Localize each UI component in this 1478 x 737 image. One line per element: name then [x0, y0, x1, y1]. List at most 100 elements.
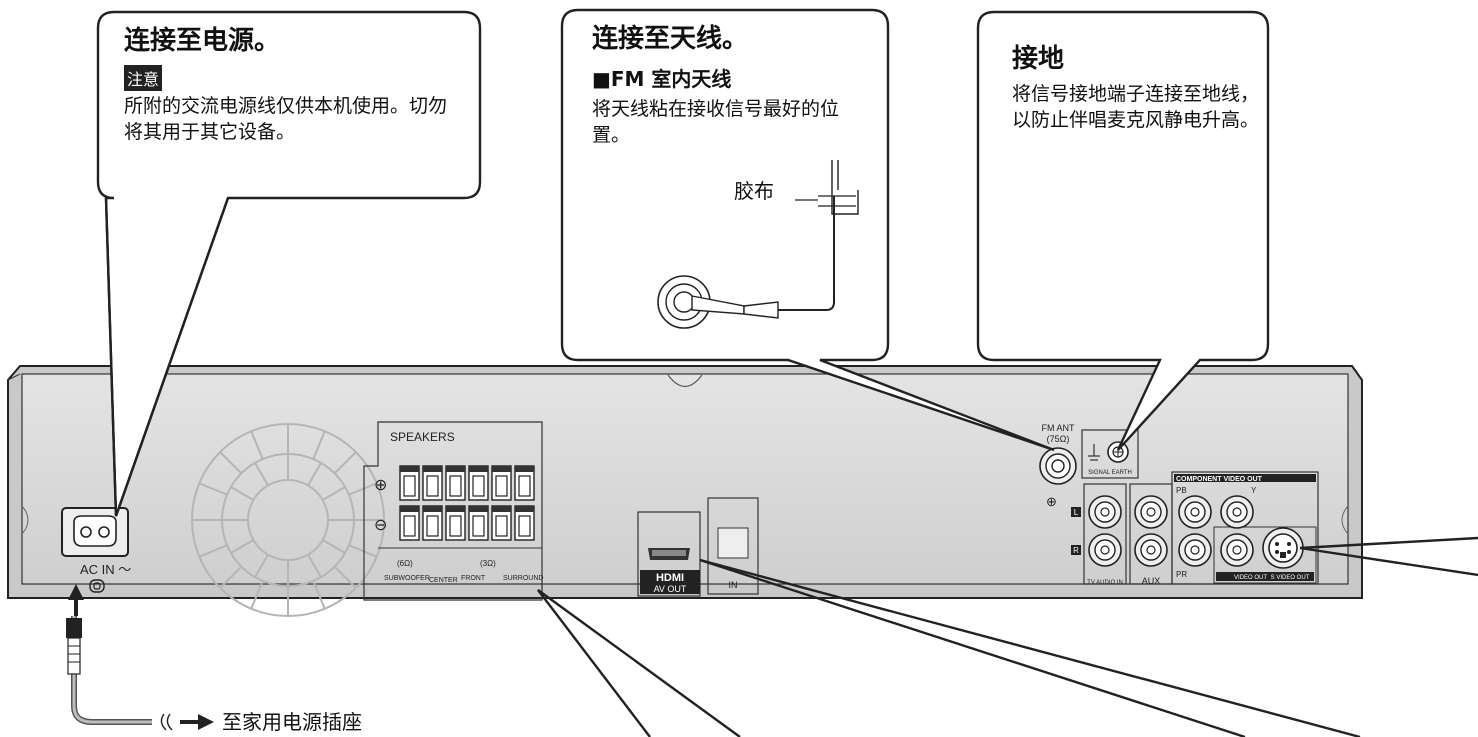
terminal-lever — [423, 466, 442, 472]
rca-jack-pin — [1100, 545, 1110, 555]
terminal-slot — [449, 475, 462, 497]
fm-antenna-illustration — [657, 160, 859, 329]
leader-lines — [537, 536, 1478, 737]
terminal-lever — [446, 506, 465, 512]
grille-rib — [254, 554, 269, 578]
power-callout: 连接至电源。 注意 所附的交流电源线仅供本机使用。切勿将其用于其它设备。 — [124, 20, 464, 145]
hdmi-port[interactable]: HDMI AV OUT — [637, 511, 701, 597]
s-video-out-label: S VIDEO OUT — [1271, 575, 1310, 581]
grille-rib — [230, 486, 254, 501]
rca-jack-pin — [1146, 507, 1156, 517]
hdmi-logo: HDMI — [656, 572, 684, 584]
terminal-lever — [515, 506, 534, 512]
fm-ground-symbol: ⊕ — [1046, 494, 1057, 509]
video-out-label: VIDEO OUT — [1234, 575, 1267, 581]
component-video-out-label: COMPONENT VIDEO OUT — [1176, 476, 1263, 483]
optical-in-port[interactable]: IN — [707, 497, 759, 595]
terminal-slot — [449, 515, 462, 537]
tv-audio-in-label: TV AUDIO IN — [1087, 580, 1123, 586]
tape-label: 胶布 — [734, 179, 774, 203]
grille-rib — [322, 539, 346, 554]
rca-jack-pin — [1146, 545, 1156, 555]
power-cord — [66, 616, 173, 731]
terminal-slot — [472, 515, 485, 537]
av-out-label: AV OUT — [654, 584, 687, 594]
ohm3-label: (3Ω) — [480, 559, 496, 568]
terminal-lever — [423, 506, 442, 512]
grille-rib — [333, 451, 357, 475]
rca-jack-pin — [1232, 545, 1242, 555]
terminal-lever — [469, 466, 488, 472]
grille-rib — [230, 539, 254, 554]
optical-in-label: IN — [729, 580, 738, 590]
grille-rib — [219, 565, 243, 589]
antenna-callout-body: 将天线粘在接收信号最好的位置。 — [592, 98, 840, 146]
antenna-callout-subheading: ■FM 室内天线 — [592, 67, 732, 91]
double-insulation-icon — [89, 579, 105, 593]
fm-antenna-terminal[interactable] — [1039, 447, 1077, 485]
grille-rib — [254, 462, 269, 486]
terminal-slot — [495, 475, 508, 497]
arrow-right-icon — [180, 714, 214, 730]
minus-label: ⊖ — [374, 517, 387, 534]
grille-rib — [198, 544, 228, 558]
ground-icon — [1088, 444, 1100, 461]
component-video-group: COMPONENT VIDEO OUT PB PR Y VIDEO OUT S … — [1171, 471, 1319, 585]
s-video-port[interactable] — [1262, 527, 1304, 569]
grille-rib — [312, 430, 326, 460]
rca-jack-pin — [1232, 507, 1242, 517]
plus-label: ⊕ — [374, 477, 387, 494]
terminal-lever — [492, 506, 511, 512]
aux-label: AUX — [1142, 576, 1161, 586]
terminal-slot — [403, 515, 416, 537]
terminal-slot — [426, 475, 439, 497]
terminal-slot — [495, 515, 508, 537]
grille-rib — [348, 482, 378, 496]
grille-rib — [198, 482, 228, 496]
outlet-label: 至家用电源插座 — [222, 710, 362, 734]
y-label: Y — [1251, 486, 1257, 495]
earth-callout-bubble — [976, 10, 1270, 451]
pr-label: PR — [1176, 570, 1187, 579]
rca-jack-pin — [1190, 545, 1200, 555]
fm-ant-label: FM ANT — [1042, 423, 1076, 433]
terminal-slot — [403, 475, 416, 497]
grille-rib — [312, 580, 326, 610]
ac-in-label: AC IN ～ — [80, 562, 131, 577]
speaker-terminal-block[interactable]: SPEAKERS ⊕ ⊖ (6Ω) (3Ω) SUBWOOFER CENTER … — [363, 421, 543, 601]
rca-jack-pin — [1100, 507, 1110, 517]
terminal-slot — [518, 515, 531, 537]
antenna-callout-heading: 连接至天线。 — [592, 24, 749, 54]
terminal-lever — [446, 466, 465, 472]
terminal-slot — [518, 475, 531, 497]
terminal-lever — [400, 466, 419, 472]
terminal-slot — [472, 475, 485, 497]
ohm6-label: (6Ω) — [397, 559, 413, 568]
earth-callout-body: 将信号接地端子连接至地线，以防止伴唱麦克风静电升高。 — [1012, 83, 1260, 131]
pb-label: PB — [1176, 486, 1187, 495]
terminal-slot — [426, 515, 439, 537]
ac-inlet[interactable] — [61, 507, 129, 557]
rca-jack-pin — [1190, 507, 1200, 517]
arrow-up-icon — [68, 584, 84, 616]
grille-rib — [322, 486, 346, 501]
terminal-lever — [515, 466, 534, 472]
grille-rib — [307, 462, 322, 486]
antenna-callout-bubble — [560, 8, 1055, 452]
grille-rib — [250, 430, 264, 460]
power-callout-body: 所附的交流电源线仅供本机使用。切勿将其用于其它设备。 — [124, 95, 448, 143]
power-callout-bubble — [96, 10, 482, 517]
speakers-label: SPEAKERS — [390, 430, 455, 444]
terminal-lever — [400, 506, 419, 512]
r-badge: R — [1073, 546, 1079, 555]
power-callout-heading: 连接至电源。 — [124, 26, 281, 56]
grille-rib — [333, 565, 357, 589]
grille-rib — [307, 554, 322, 578]
grille-rib — [348, 544, 378, 558]
surround-label: SURROUND — [503, 575, 543, 582]
terminal-lever — [469, 506, 488, 512]
tv-audio-in-group: L R TV AUDIO IN — [1071, 483, 1127, 586]
antenna-callout: 连接至天线。 ■FM 室内天线 将天线粘在接收信号最好的位置。 — [592, 18, 852, 148]
grille-rib — [219, 451, 243, 475]
